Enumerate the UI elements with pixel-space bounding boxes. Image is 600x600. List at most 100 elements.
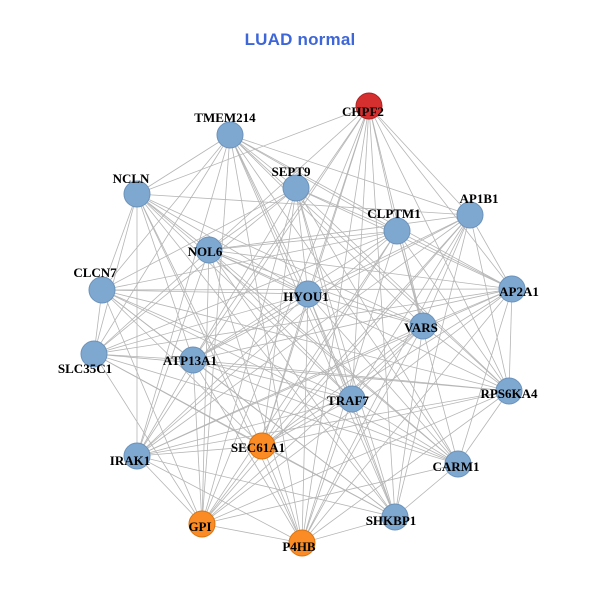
node-label-hyou1: HYOU1 xyxy=(283,289,329,304)
node-label-carm1: CARM1 xyxy=(433,459,480,474)
graph-edge xyxy=(192,187,297,361)
graph-edge xyxy=(295,187,396,518)
graph-edge xyxy=(93,193,138,355)
graph-edge xyxy=(394,325,424,518)
graph-edge xyxy=(295,187,398,232)
graph-edge xyxy=(136,293,309,457)
node-label-gpi: GPI xyxy=(188,519,211,534)
node-atp13a1 xyxy=(179,346,207,374)
graph-edge xyxy=(101,193,138,291)
graph-edge xyxy=(201,463,459,525)
graph-edge xyxy=(192,214,471,361)
graph-edge xyxy=(192,288,513,361)
graph-edge xyxy=(229,134,303,544)
graph-edge xyxy=(394,214,471,518)
graph-edge xyxy=(136,193,303,544)
graph-edge xyxy=(101,289,203,525)
graph-edge xyxy=(351,325,424,400)
graph-edge xyxy=(307,293,424,327)
graph-edge xyxy=(101,289,459,465)
graph-edge xyxy=(136,455,203,525)
graph-edge xyxy=(301,516,396,544)
graph-edge xyxy=(422,325,510,392)
node-label-sept9: SEPT9 xyxy=(271,164,311,179)
graph-edge xyxy=(457,288,513,465)
graph-edge xyxy=(136,105,370,457)
graph-edge xyxy=(136,455,396,518)
graph-edge xyxy=(261,288,513,447)
graph-edge xyxy=(422,288,513,327)
node-p4hb xyxy=(288,529,316,557)
graph-edge xyxy=(93,288,513,355)
graph-edge xyxy=(93,353,459,465)
graph-edge xyxy=(93,353,194,361)
node-label-ap2a1: AP2A1 xyxy=(499,284,539,299)
node-label-irak1: IRAK1 xyxy=(110,453,150,468)
graph-edge xyxy=(208,249,303,544)
graph-edge xyxy=(136,193,471,216)
graph-edge xyxy=(136,325,424,457)
node-shkbp1 xyxy=(381,503,409,531)
node-label-chpf2: CHPF2 xyxy=(342,104,384,119)
graph-edge xyxy=(93,353,203,525)
node-label-nol6: NOL6 xyxy=(188,244,223,259)
graph-edge xyxy=(101,134,231,291)
graph-edge xyxy=(101,289,309,295)
node-ap2a1 xyxy=(498,275,526,303)
graph-edge xyxy=(229,134,513,290)
graph-edge xyxy=(394,463,459,518)
graph-edge xyxy=(261,445,396,518)
graph-edge xyxy=(136,134,231,195)
graph-edge xyxy=(508,288,513,392)
graph-edge xyxy=(136,134,231,457)
node-sept9 xyxy=(282,174,310,202)
graph-edge xyxy=(261,214,471,447)
graph-edge xyxy=(351,398,459,465)
graph-edge xyxy=(201,230,398,525)
node-tmem214 xyxy=(216,121,244,149)
node-gpi xyxy=(188,510,216,538)
graph-edge xyxy=(229,134,424,327)
graph-edge xyxy=(351,105,370,400)
node-label-clcn7: CLCN7 xyxy=(73,265,117,280)
graph-edge xyxy=(396,230,513,290)
node-label-clptm1: CLPTM1 xyxy=(367,206,420,221)
graph-edge xyxy=(192,359,459,465)
graph-edge xyxy=(136,455,303,544)
graph-edge xyxy=(307,293,353,400)
node-label-p4hb: P4HB xyxy=(282,539,316,554)
graph-edge xyxy=(201,390,510,525)
graph-edge xyxy=(136,193,263,447)
graph-edge xyxy=(192,105,370,361)
graph-edge xyxy=(208,214,471,251)
node-rps6ka4 xyxy=(495,377,523,405)
graph-edge xyxy=(368,105,471,216)
graph-edge xyxy=(457,390,510,465)
graph-edge xyxy=(261,325,424,447)
node-label-atp13a1: ATP13A1 xyxy=(163,353,217,368)
graph-edge xyxy=(229,134,398,232)
graph-edge xyxy=(136,445,263,457)
graph-edge xyxy=(229,134,396,518)
graph-edge xyxy=(368,105,513,290)
node-hyou1 xyxy=(294,280,322,308)
node-chpf2 xyxy=(355,92,383,120)
graph-edge xyxy=(351,214,471,400)
graph-edge xyxy=(208,230,398,251)
graph-edge xyxy=(229,134,471,216)
graph-edge xyxy=(422,214,471,327)
graph-edge xyxy=(201,249,210,525)
graph-edge xyxy=(136,398,353,457)
graph-edge xyxy=(301,390,510,544)
node-label-ncln: NCLN xyxy=(113,171,150,186)
graph-edge xyxy=(396,230,459,465)
graph-edge xyxy=(208,249,513,290)
graph-edge xyxy=(201,445,263,525)
graph-edge xyxy=(368,105,510,392)
graph-edge xyxy=(301,293,309,544)
node-label-shkbp1: SHKBP1 xyxy=(366,513,417,528)
graph-edge xyxy=(101,289,263,447)
graph-edge xyxy=(469,214,513,290)
graph-edge xyxy=(396,230,510,392)
node-clptm1 xyxy=(383,217,411,245)
